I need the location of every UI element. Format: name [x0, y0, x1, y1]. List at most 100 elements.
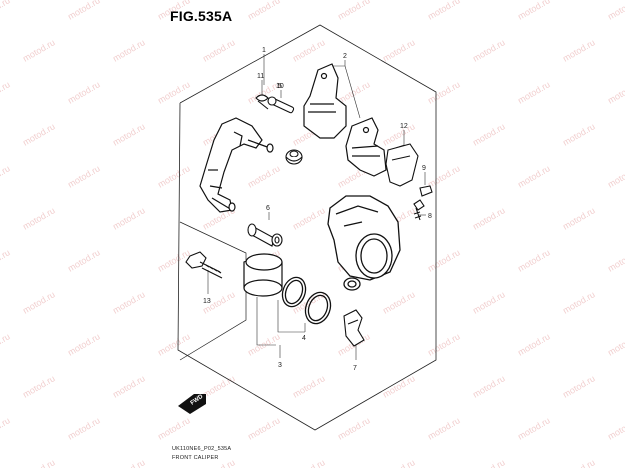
watermark-text: motod.ru [111, 289, 147, 315]
watermark-text: motod.ru [426, 163, 462, 189]
part-9-bleeder-cap [419, 185, 433, 197]
watermark-text: motod.ru [0, 331, 12, 357]
callout-9: 9 [422, 165, 426, 172]
watermark-text: motod.ru [111, 121, 147, 147]
callout-13: 13 [203, 298, 211, 305]
watermark-text: motod.ru [66, 415, 102, 441]
watermark-text: motod.ru [111, 205, 147, 231]
callout-labels: 1 2 3 4 5 6 7 8 9 10 11 12 13 [203, 47, 432, 372]
callout-2: 2 [343, 53, 347, 60]
leader-lines [207, 54, 426, 360]
watermark-text: motod.ru [471, 457, 507, 468]
watermark-text: motod.ru [606, 415, 625, 441]
watermark-text: motod.ru [606, 163, 625, 189]
watermark-text: motod.ru [381, 37, 417, 63]
watermark-text: motod.ru [0, 247, 12, 273]
watermark-text: motod.ru [471, 37, 507, 63]
callout-1: 1 [262, 47, 266, 54]
part-8-bleeder-valve [413, 199, 425, 221]
part-3-piston [243, 253, 283, 297]
watermark-text: motod.ru [66, 0, 102, 22]
part-13-mount-bolt [185, 251, 223, 279]
watermark-text: motod.ru [516, 163, 552, 189]
watermark-text: motod.ru [561, 289, 597, 315]
watermark-text: motod.ru [111, 373, 147, 399]
callout-6: 6 [266, 205, 270, 212]
watermark-text: motod.ru [21, 121, 57, 147]
watermark-text: motod.ru [246, 415, 282, 441]
watermark-text: motod.ru [21, 373, 57, 399]
watermark-text: motod.ru [156, 79, 192, 105]
watermark-text: motod.ru [156, 163, 192, 189]
watermark-text: motod.ru [156, 415, 192, 441]
watermark-text: motod.ru [516, 0, 552, 22]
watermark-text: motod.ru [471, 289, 507, 315]
callout-3: 3 [278, 362, 282, 369]
watermark-text: motod.ru [516, 415, 552, 441]
part-4-piston-seals [281, 276, 332, 325]
watermark-text: motod.ru [156, 331, 192, 357]
caliper-body [327, 195, 401, 291]
watermark-text: motod.ru [291, 457, 327, 468]
part-12-pad-spring [385, 143, 419, 187]
watermark-text: motod.ru [426, 415, 462, 441]
watermark-text: motod.ru [21, 457, 57, 468]
watermark-text: motod.ru [0, 0, 12, 22]
part-6-slide-pin [247, 223, 283, 247]
part-7-pad-retainer [343, 309, 365, 347]
watermark-text: motod.ru [246, 0, 282, 22]
watermark-text: motod.ru [66, 163, 102, 189]
watermark-text: motod.ru [291, 205, 327, 231]
watermark-text: motod.ru [381, 457, 417, 468]
watermark-text: motod.ru [426, 0, 462, 22]
watermark-text: motod.ru [381, 289, 417, 315]
callout-4: 4 [302, 335, 306, 342]
watermark-text: motod.ru [606, 0, 625, 22]
part-5-pin-boot [285, 149, 303, 165]
watermark-text: motod.ru [0, 79, 12, 105]
watermark-text: motod.ru [561, 121, 597, 147]
watermark-text: motod.ru [21, 205, 57, 231]
watermark-text: motod.ru [426, 247, 462, 273]
watermark-text: motod.ru [606, 247, 625, 273]
watermark-text: motod.ru [246, 331, 282, 357]
callout-7: 7 [353, 365, 357, 372]
watermark-text: motod.ru [111, 457, 147, 468]
watermark-text: motod.ru [336, 0, 372, 22]
watermark-text: motod.ru [471, 121, 507, 147]
figure-caption: FRONT CALIPER [172, 455, 219, 461]
part-11-pin-clip [255, 94, 269, 110]
watermark-text: motod.ru [0, 163, 12, 189]
watermark-text: motod.ru [471, 205, 507, 231]
callout-11: 11 [257, 73, 264, 80]
watermark-text: motod.ru [561, 373, 597, 399]
part-2-brake-pads [303, 63, 387, 177]
watermark-text: motod.ru [381, 121, 417, 147]
watermark-text: motod.ru [66, 331, 102, 357]
figure-code: UK110NE6_P02_535A [172, 446, 232, 452]
watermark-text: motod.ru [381, 373, 417, 399]
watermark-text: motod.ru [21, 37, 57, 63]
watermark-text: motod.ru [561, 205, 597, 231]
watermark-text: motod.ru [561, 457, 597, 468]
watermark-text: motod.ru [606, 79, 625, 105]
forward-direction-mark: FWD [178, 394, 206, 414]
watermark-text: motod.ru [246, 163, 282, 189]
watermark-text: motod.ru [0, 415, 12, 441]
watermark-text: motod.ru [201, 373, 237, 399]
part-10-pad-pin [267, 96, 295, 114]
watermark-text: motod.ru [606, 331, 625, 357]
watermark-text: motod.ru [516, 79, 552, 105]
watermark-text: motod.ru [291, 373, 327, 399]
caliper-bracket [199, 117, 274, 213]
watermark-text: motod.ru [516, 247, 552, 273]
callout-8: 8 [428, 213, 432, 220]
watermark-text: motod.ru [66, 79, 102, 105]
watermark-text: motod.ru [21, 289, 57, 315]
watermark-text: motod.ru [516, 331, 552, 357]
watermark-text: motod.ru [111, 37, 147, 63]
watermark-text: motod.ru [426, 79, 462, 105]
watermark-text: motod.ru [201, 37, 237, 63]
